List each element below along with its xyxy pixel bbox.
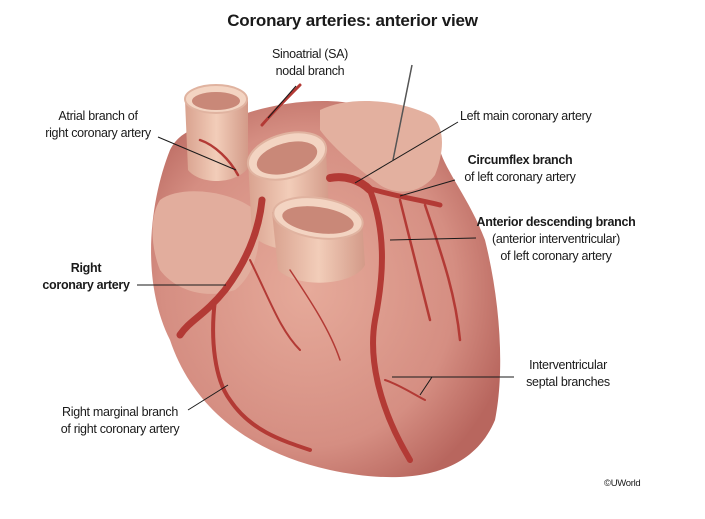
label-line: (anterior interventricular) (491, 232, 621, 246)
label-line: of left coronary artery (464, 170, 576, 184)
sa-nodal-branch (260, 83, 302, 127)
label-line: Interventricular (529, 358, 607, 372)
label-line: Left main coronary artery (460, 109, 592, 123)
label-line: of right coronary artery (60, 422, 180, 436)
label-circumflex-branch: Circumflex branch of left coronary arter… (455, 152, 585, 186)
label-line: Sinoatrial (SA) (271, 47, 349, 61)
label-line: Circumflex branch (467, 153, 573, 167)
label-right-coronary-artery: Right coronary artery (30, 260, 142, 294)
label-line: coronary artery (42, 278, 130, 292)
label-line: Right marginal branch (62, 405, 178, 419)
circumflex-branch (365, 185, 443, 208)
right-atrial-appendage (152, 191, 259, 294)
label-atrial-branch: Atrial branch of right coronary artery (28, 108, 168, 142)
label-line: nodal branch (275, 64, 345, 78)
anterior-descending-branch (367, 187, 413, 463)
copyright-notice: ©UWorld (604, 478, 641, 489)
label-line: of left coronary artery (500, 249, 612, 263)
label-anterior-descending-branch: Anterior descending branch (anterior int… (462, 214, 650, 265)
septal-branch (384, 379, 426, 401)
label-line: septal branches (526, 375, 610, 389)
label-right-marginal-branch: Right marginal branch of right coronary … (45, 404, 195, 438)
heart-body (151, 100, 501, 478)
label-line: Anterior descending branch (476, 215, 636, 229)
atrial-branch (198, 138, 240, 177)
label-left-main-coronary: Left main coronary artery (460, 108, 592, 125)
label-septal-branches: Interventricular septal branches (512, 357, 624, 391)
label-line: right coronary artery (45, 126, 151, 140)
right-coronary-artery (176, 196, 266, 339)
label-line: Atrial branch of (58, 109, 138, 123)
label-line: Right (70, 261, 102, 275)
superior-vena-cava (185, 98, 248, 182)
diagram-title: Coronary arteries: anterior view (227, 11, 478, 30)
left-atrial-appendage (320, 100, 442, 192)
right-marginal-branch (211, 298, 312, 452)
label-sa-nodal-branch: Sinoatrial (SA) nodal branch (250, 46, 370, 80)
